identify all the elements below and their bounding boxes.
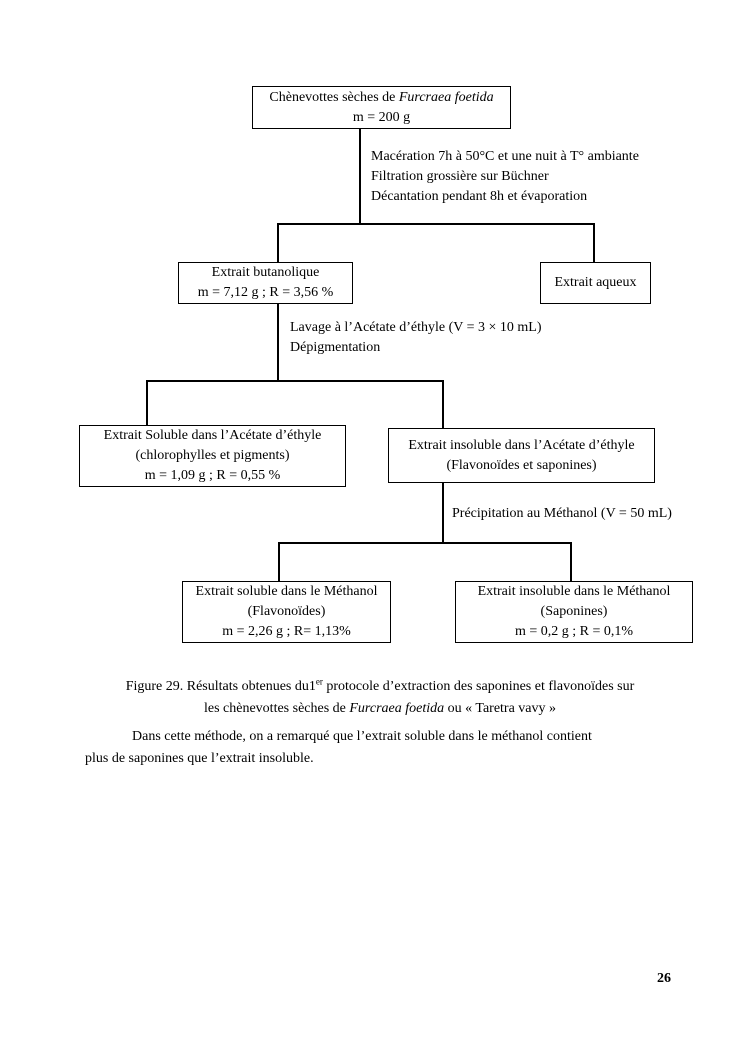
- box-text-line: Extrait butanolique: [211, 265, 320, 280]
- connector-line-vertical: [278, 542, 280, 582]
- note-line: Dépigmentation: [290, 340, 381, 355]
- species-name: Furcraea foetida: [398, 89, 494, 105]
- box-text-line: (Flavonoïdes): [247, 604, 326, 619]
- caption-line2: les chènevottes sèches de Furcraea foeti…: [70, 698, 690, 720]
- connector-line-horizontal: [146, 380, 443, 382]
- connector-line-horizontal: [277, 223, 594, 225]
- flow-box-soluble-acetate-extract: Extrait Soluble dans l’Acétate d’éthyle …: [79, 425, 346, 487]
- flow-box-aqueous-extract: Extrait aqueux: [540, 262, 651, 304]
- box-text-line: m = 7,12 g ; R = 3,56 %: [197, 285, 334, 300]
- flow-box-insoluble-acetate-extract: Extrait insoluble dans l’Acétate d’éthyl…: [388, 428, 655, 483]
- box-text-line: m = 0,2 g ; R = 0,1%: [514, 624, 634, 639]
- process-note-maceration: Macération 7h à 50°C et une nuit à T° am…: [371, 147, 639, 207]
- note-line: Décantation pendant 8h et évaporation: [371, 189, 588, 204]
- page-number: 26: [657, 971, 671, 986]
- box-text-line: m = 1,09 g ; R = 0,55 %: [144, 468, 281, 483]
- box-text-line: Chènevottes sèches de Furcraea foetida: [269, 88, 493, 108]
- box-text-line: m = 200 g: [352, 109, 411, 125]
- box-text-line: (Saponines): [540, 604, 608, 619]
- flow-box-insoluble-methanol-extract: Extrait insoluble dans le Méthanol (Sapo…: [455, 581, 693, 643]
- connector-line-vertical: [593, 223, 595, 263]
- box-text: Chènevottes sèches de: [269, 89, 399, 105]
- body-paragraph-line1: Dans cette méthode, on a remarqué que l’…: [132, 729, 592, 744]
- box-text-line: m = 2,26 g ; R= 1,13%: [222, 624, 351, 639]
- figure-caption: Figure 29. Résultats obtenues du1er prot…: [70, 676, 690, 720]
- connector-line-vertical: [277, 303, 279, 381]
- caption-text: Figure 29. Résultats obtenues du1: [125, 679, 316, 694]
- flow-box-butanol-extract: Extrait butanolique m = 7,12 g ; R = 3,5…: [178, 262, 353, 304]
- note-line: Lavage à l’Acétate d’éthyle (V = 3 × 10 …: [290, 320, 542, 335]
- connector-line-vertical: [277, 223, 279, 263]
- caption-line1: Figure 29. Résultats obtenues du1er prot…: [70, 676, 690, 698]
- connector-line-vertical: [146, 380, 148, 426]
- process-note-washing: Lavage à l’Acétate d’éthyle (V = 3 × 10 …: [290, 318, 542, 358]
- box-text-line: Extrait aqueux: [554, 275, 637, 290]
- caption-text: les chènevottes sèches de: [203, 701, 350, 716]
- note-line: Filtration grossière sur Büchner: [371, 169, 549, 184]
- flow-box-soluble-methanol-extract: Extrait soluble dans le Méthanol (Flavon…: [182, 581, 391, 643]
- note-line: Macération 7h à 50°C et une nuit à T° am…: [371, 149, 639, 164]
- caption-text: ou « Taretra vavy »: [444, 701, 557, 716]
- connector-line-vertical: [359, 128, 361, 224]
- caption-superscript: er: [315, 676, 323, 687]
- species-name: Furcraea foetida: [349, 701, 445, 716]
- box-text-line: Extrait insoluble dans le Méthanol: [477, 584, 671, 599]
- body-paragraph-line2: plus de saponines que l’extrait insolubl…: [85, 751, 314, 766]
- connector-line-vertical: [442, 482, 444, 543]
- box-text-line: (chlorophylles et pigments): [135, 448, 290, 463]
- box-text-line: Extrait soluble dans le Méthanol: [195, 584, 378, 599]
- box-text-line: Extrait insoluble dans l’Acétate d’éthyl…: [408, 437, 635, 453]
- flow-box-source-material: Chènevottes sèches de Furcraea foetida m…: [252, 86, 511, 129]
- process-note-precipitation: Précipitation au Méthanol (V = 50 mL): [452, 504, 672, 524]
- connector-line-vertical: [442, 380, 444, 429]
- caption-text: protocole d’extraction des saponines et …: [322, 679, 635, 694]
- box-text-line: Extrait Soluble dans l’Acétate d’éthyle: [103, 428, 322, 443]
- connector-line-horizontal: [278, 542, 572, 544]
- box-text-line: (Flavonoïdes et saponines): [446, 457, 597, 473]
- note-line: Précipitation au Méthanol (V = 50 mL): [452, 506, 672, 521]
- connector-line-vertical: [570, 542, 572, 582]
